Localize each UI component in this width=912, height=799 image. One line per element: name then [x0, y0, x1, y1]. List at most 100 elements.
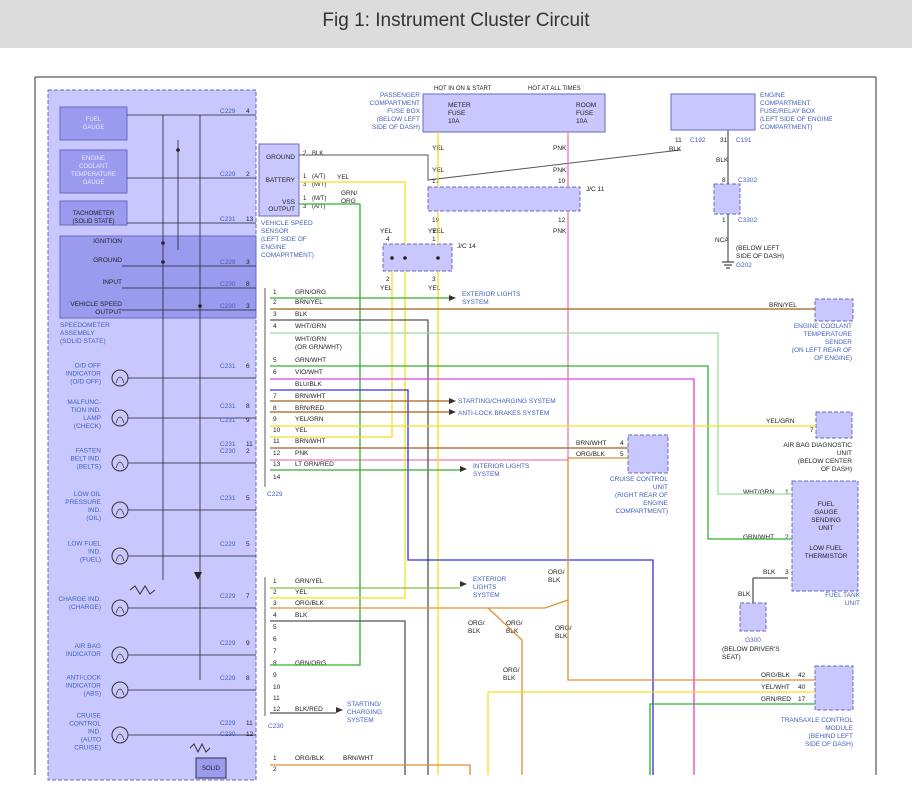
c230-pin: 9: [273, 672, 277, 679]
fuel-gauge-label: FUEL: [86, 117, 102, 123]
c229-wire-label: YEL/GRN: [295, 416, 324, 423]
cruise-unit-label: ENGINE: [643, 500, 669, 507]
c3302-connector-box: [713, 183, 741, 215]
fuel-tank-unit-label: UNIT: [845, 600, 860, 607]
speedometer-row-label: OUTPUT: [95, 309, 122, 316]
airbag-unit-label: UNIT: [837, 450, 852, 457]
c229-pin: 13: [273, 461, 281, 468]
c229-wire-label: GRN/ORG: [295, 289, 326, 296]
wire-org-blk-tcm: [567, 600, 815, 681]
cruise-unit-label: UNIT: [653, 484, 668, 491]
org-blk-wire-label: BLK: [548, 577, 561, 584]
od-off-filament-icon: [115, 376, 125, 384]
exterior-lights-label-2: EXTERIOR: [473, 576, 507, 583]
g300-location-label: (BELOW DRIVER'S: [722, 646, 780, 653]
speedometer-row-label: INPUT: [103, 279, 123, 286]
malfunction-label: MALFUNC-: [67, 399, 101, 406]
airbag-pin: 7: [810, 427, 814, 434]
coolant-sender-label: TEMPERATURE: [803, 331, 852, 338]
cruise-pin: 5: [620, 451, 624, 458]
figure-header: Fig 1: Instrument Cluster Circuit: [0, 0, 912, 48]
g300-connector-box: [739, 602, 767, 632]
c231-wire-label: ORG/BLK: [295, 755, 325, 762]
g300-label: G300: [745, 637, 761, 644]
air-bag-label: INDICATOR: [66, 651, 101, 658]
room-fuse-label: ROOM: [576, 102, 596, 109]
speedometer-pin: 8: [246, 281, 250, 288]
fuel-gauge-box: [59, 106, 128, 141]
c229-wire-label: BRN/WHT: [295, 393, 325, 400]
exterior-lights-label-2: LIGHTS: [473, 584, 497, 591]
c231-pin: 2: [273, 766, 277, 773]
fuel-tank-pin: 1: [785, 489, 789, 496]
cruise-unit-label: (RIGHT REAR OF: [615, 492, 668, 499]
low-fuel-pin: 5: [246, 541, 250, 548]
od-off-pin: 6: [246, 363, 250, 370]
engine-fuse-box-label: (LEFT SIDE OF ENGINE: [760, 116, 833, 123]
malfunction-filament-icon: [115, 416, 125, 424]
c3302-connector: C3302: [738, 177, 758, 184]
c229-wire-label: BLK: [295, 311, 308, 318]
seat-belt-label: (BELTS): [77, 464, 101, 471]
ground-wire-vss: [299, 149, 681, 181]
jc11-pin: 19: [432, 217, 440, 224]
coolant-sender-box: [814, 298, 854, 322]
solid-label: SOLID: [202, 766, 221, 772]
speedometer-pin: 3: [246, 303, 250, 310]
malfunction-pin: 8: [246, 403, 250, 410]
tachometer-label: (SOLID STATE): [72, 219, 114, 225]
c230-pin: 1: [273, 578, 277, 585]
meter-fuse-label: METER: [448, 102, 471, 109]
low-fuel-thermistor-label: THERMISTOR: [805, 553, 848, 560]
vss-row-label: GROUND: [266, 154, 295, 161]
c229-pin: 8: [273, 405, 277, 412]
wire-vio-wht: [270, 378, 695, 775]
cruise-unit-box: [627, 434, 669, 474]
vss-pin-note: (A/T): [312, 204, 325, 210]
jc11-pin: 17: [432, 178, 440, 185]
vss-pin: 2: [303, 151, 307, 157]
engine-fuse-pin: 11: [675, 137, 682, 144]
low-fuel-label: (FUEL): [80, 557, 101, 564]
splice-dot: [176, 148, 180, 152]
c3302-connector: C3302: [738, 217, 758, 224]
starting-system-label-2: SYSTEM: [347, 717, 374, 724]
room-fuse-label: 10A: [576, 118, 588, 125]
engine-fuse-connector: C192: [690, 137, 706, 144]
vss-label: COMAPRTMENT): [261, 252, 314, 259]
speedometer-row-label: IGNITION: [93, 238, 122, 245]
seat-belt-2-pin: 11: [246, 441, 253, 448]
c230-wire-label: BLK: [295, 612, 308, 619]
c229-pin: 12: [273, 450, 281, 457]
engine-fuse-wire: BLK: [669, 146, 682, 153]
resistor-icon: [129, 585, 156, 595]
exterior-lights-label: EXTERIOR LIGHTS: [462, 291, 521, 298]
engine-fuse-connector: C191: [736, 137, 752, 144]
wire-yel-598: [270, 271, 406, 599]
c229-wire-label: WHT/GRN: [295, 323, 326, 330]
jc11-pin: 10: [558, 178, 566, 185]
org-blk-wire-label: ORG/: [503, 667, 520, 674]
cruise-2-pin: 12: [246, 731, 254, 738]
fuel-gauge-sender-label: UNIT: [818, 525, 833, 532]
airbag-unit-box: [815, 411, 853, 439]
starting-arrow: [449, 398, 456, 404]
c230-pin: 7: [273, 648, 277, 655]
jc11-box: [427, 186, 581, 212]
splice-dot: [198, 304, 202, 308]
c230-wire-label: GRN/ORG: [295, 660, 326, 667]
c229-pin: 2: [273, 299, 277, 306]
wire-blk-320: [270, 319, 429, 775]
org-blk-wire-label: ORG/: [468, 620, 485, 627]
cruise-unit-label: COMPARTMENT): [616, 508, 668, 515]
charge-label: CHARGE IND.: [58, 596, 101, 603]
speedometer-row-label: GROUND: [93, 257, 122, 264]
coolant-gauge-label: ENGINE: [82, 156, 105, 162]
coolant-gauge-label: TEMPERATURE: [71, 172, 116, 178]
malfunction-2-connector: C231: [220, 417, 236, 424]
airbag-unit-label: AIR BAG DIAGNOSTIC: [783, 442, 852, 449]
splice-dot: [403, 256, 407, 260]
room-fuse-label: FUSE: [576, 110, 594, 117]
vss-label: (LEFT SIDE OF: [261, 236, 307, 243]
